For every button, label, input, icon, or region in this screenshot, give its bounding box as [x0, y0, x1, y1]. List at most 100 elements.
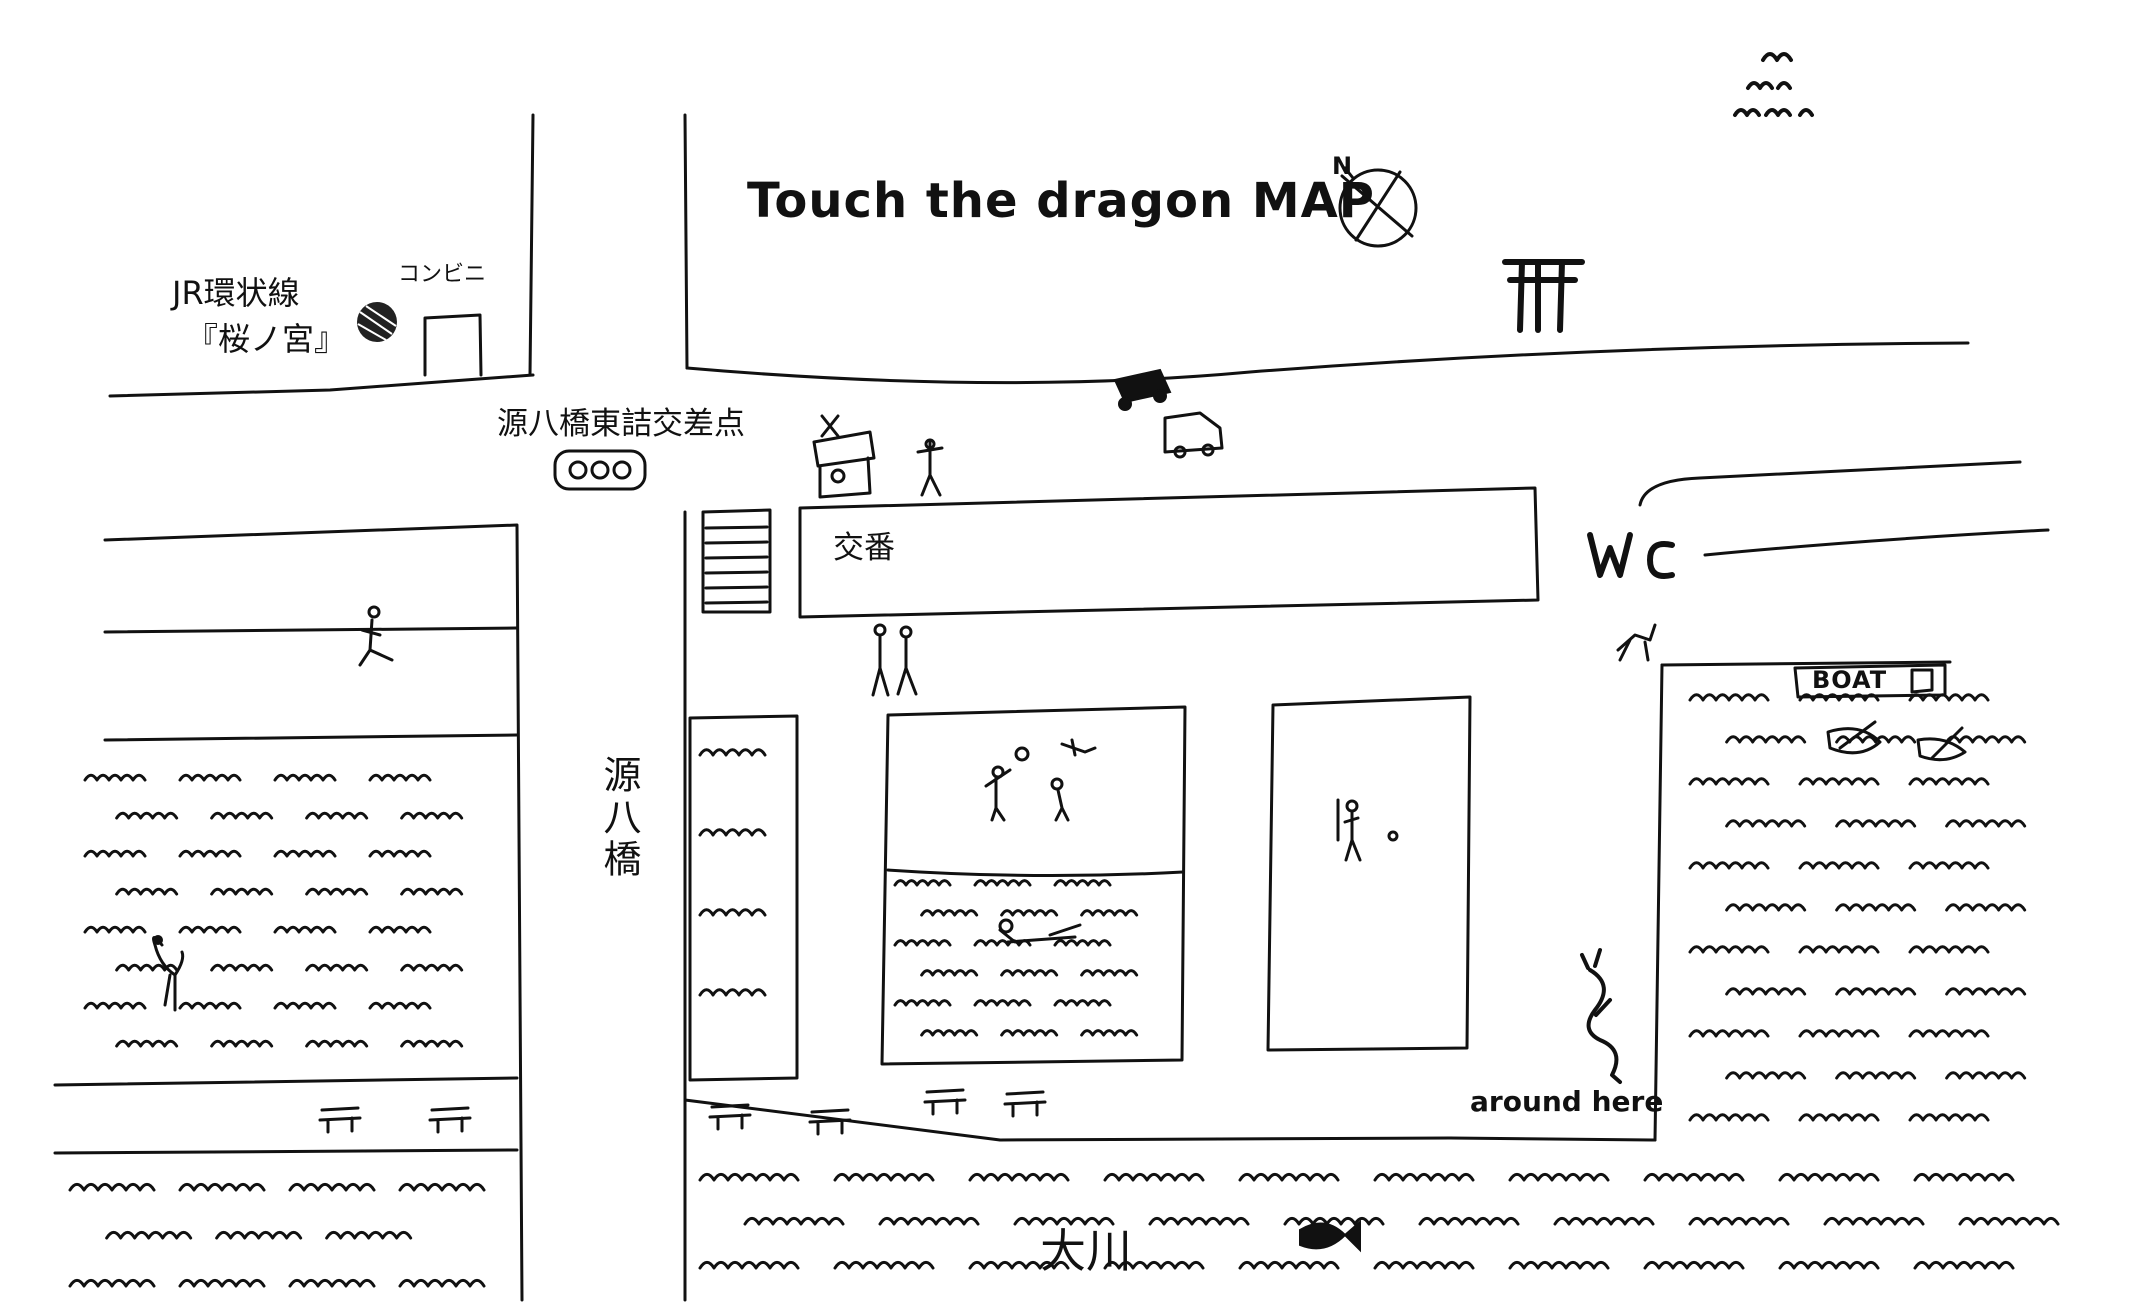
bench-icon — [808, 1108, 852, 1136]
bench-icon — [923, 1088, 967, 1116]
benches-icon — [318, 1088, 1047, 1136]
wave-mark — [210, 887, 274, 896]
wave-mark — [400, 963, 464, 972]
wave-mark — [105, 1230, 193, 1240]
wave-mark — [1778, 1260, 1880, 1270]
shrine-gate-icon — [1502, 259, 1585, 333]
station-icon — [357, 302, 397, 342]
wave-mark — [1000, 1029, 1059, 1037]
wave-mark — [973, 939, 1032, 947]
wave-mark — [1725, 903, 1807, 912]
wave-mark — [698, 908, 767, 917]
convenience-store-label: コンビニ — [398, 262, 487, 287]
bench-icon — [428, 1106, 472, 1134]
wave-mark — [1688, 693, 1770, 702]
wave-mark — [1283, 1216, 1385, 1226]
wave-mark — [878, 1216, 980, 1226]
wave-mark — [210, 1039, 274, 1048]
wave-mark — [1908, 777, 1990, 786]
wave-mark — [1000, 909, 1059, 917]
bench-icon — [1003, 1090, 1047, 1118]
wave-mark — [1013, 1216, 1115, 1226]
wave-mark — [1508, 1172, 1610, 1182]
car-icon — [1113, 368, 1172, 411]
wave-mark — [368, 925, 432, 934]
wave-mark — [698, 748, 767, 757]
wave-mark — [1945, 735, 2027, 744]
trees-icon — [1733, 52, 1814, 117]
wave-mark — [743, 1216, 845, 1226]
convenience-store-icon — [423, 313, 483, 377]
dragon-icon — [1580, 948, 1622, 1084]
wave-mark — [1508, 1260, 1610, 1270]
wave-mark — [1908, 945, 1990, 954]
wave-mark — [833, 1260, 935, 1270]
wave-mark — [698, 1260, 800, 1270]
wave-mark — [178, 1182, 266, 1192]
wave-mark — [400, 887, 464, 896]
wave-mark — [398, 1278, 486, 1288]
wave-mark — [83, 849, 147, 858]
toilet-icon — [1587, 532, 1675, 579]
wave-mark — [215, 1230, 303, 1240]
wave-mark — [400, 1039, 464, 1048]
wave-mark — [115, 811, 179, 820]
wave-mark — [368, 1001, 432, 1010]
wave-mark — [920, 969, 979, 977]
wave-mark — [83, 1001, 147, 1010]
wave-mark — [1080, 969, 1139, 977]
wave-mark — [68, 1182, 156, 1192]
wave-mark — [893, 879, 952, 887]
wave-mark — [1908, 693, 1990, 702]
wave-mark — [1688, 861, 1770, 870]
wave-mark — [1913, 1260, 2015, 1270]
compass-north-label: N — [1332, 152, 1353, 180]
wave-mark — [1908, 861, 1990, 870]
wave-mark — [1945, 819, 2027, 828]
wave-mark — [698, 828, 767, 837]
wave-mark — [305, 887, 369, 896]
wave-mark — [1053, 879, 1112, 887]
boats-icon — [1826, 720, 1967, 762]
wave-mark — [273, 1001, 337, 1010]
wave-mark — [398, 1182, 486, 1192]
compass-icon — [1338, 166, 1418, 248]
wave-mark — [920, 909, 979, 917]
wave-mark — [1053, 939, 1112, 947]
wave-mark — [1725, 735, 1807, 744]
wave-mark — [698, 988, 767, 997]
police-box-icon — [812, 414, 876, 499]
wave-mark — [210, 963, 274, 972]
wave-mark — [115, 1039, 179, 1048]
wave-mark — [1798, 1029, 1880, 1038]
wave-mark — [305, 811, 369, 820]
people-figures — [152, 438, 1657, 1012]
wave-mark — [83, 925, 147, 934]
traffic-light-icon — [553, 449, 647, 491]
wave-mark — [1835, 819, 1917, 828]
wave-mark — [1688, 945, 1770, 954]
map-title: Touch the dragon MAP — [747, 173, 1375, 229]
wave-mark — [178, 925, 242, 934]
wave-mark — [1373, 1172, 1475, 1182]
wave-mark — [83, 773, 147, 782]
wave-mark — [1798, 1113, 1880, 1122]
wave-mark — [1688, 777, 1770, 786]
wave-mark — [368, 773, 432, 782]
wave-mark — [1835, 903, 1917, 912]
wave-mark — [400, 811, 464, 820]
wave-mark — [1080, 909, 1139, 917]
wave-mark — [1688, 1029, 1770, 1038]
wave-mark — [305, 1039, 369, 1048]
wave-mark — [1103, 1172, 1205, 1182]
wave-mark — [368, 849, 432, 858]
wave-mark — [968, 1260, 1070, 1270]
wave-mark — [973, 879, 1032, 887]
wave-mark — [1688, 1113, 1770, 1122]
wave-mark — [1103, 1260, 1205, 1270]
wave-mark — [1418, 1216, 1520, 1226]
bridge-label: 源八橋 — [597, 755, 641, 881]
wave-mark — [273, 925, 337, 934]
wave-mark — [1958, 1216, 2060, 1226]
